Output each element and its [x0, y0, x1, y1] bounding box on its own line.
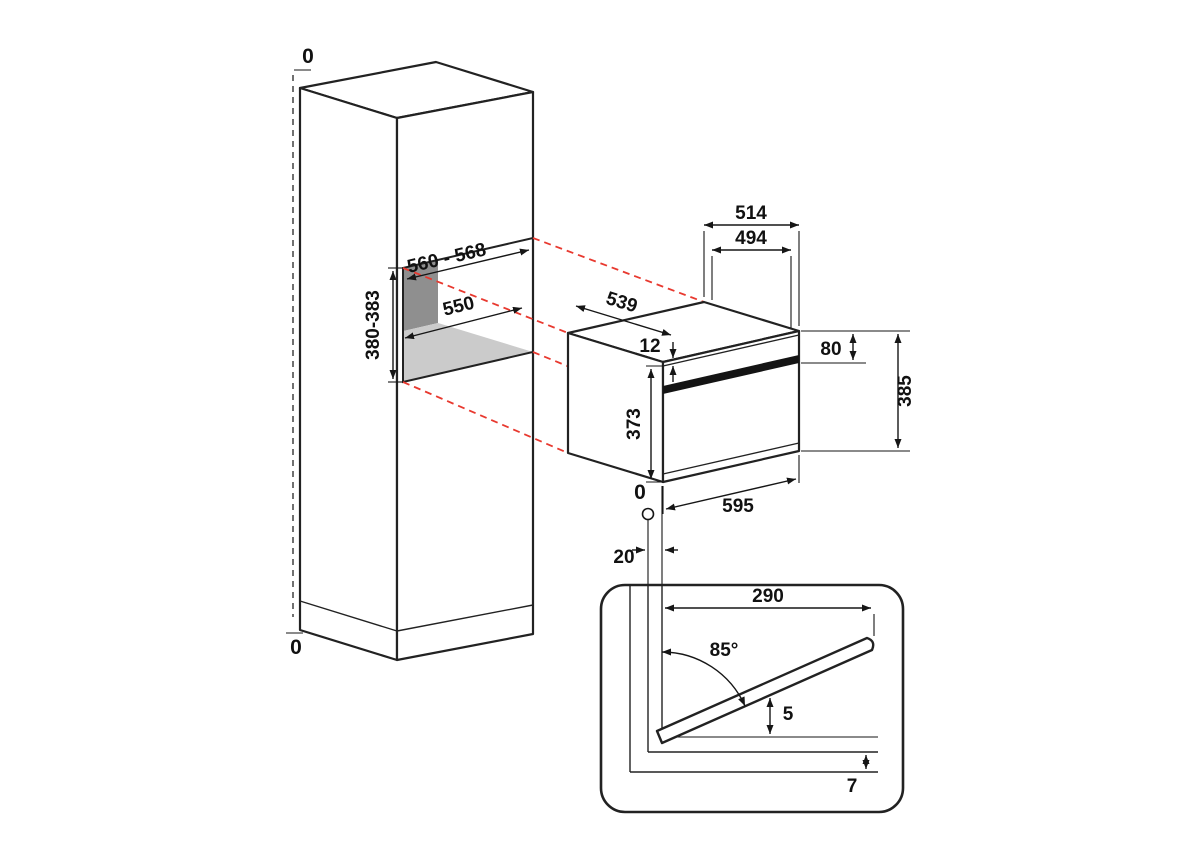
dim-appliance-width: 595	[722, 496, 754, 517]
dim-appliance-panel-height: 80	[820, 339, 841, 360]
width-dimline	[665, 477, 797, 511]
niche-depth-dimline	[404, 306, 523, 340]
dim-cabinet-top-zero: 0	[302, 45, 314, 68]
dim-door-gap-below: 7	[847, 776, 858, 797]
niche-width-dimline	[406, 248, 530, 281]
dim-appliance-front-height: 373	[624, 408, 645, 440]
dim-appliance-overall-height: 385	[895, 375, 916, 407]
side-depth-dimline	[575, 305, 672, 336]
dim-appliance-depth-overall: 514	[735, 203, 767, 224]
detail-inset: 290 85° 5 7	[599, 583, 905, 814]
projection-line-bottom-right	[532, 351, 705, 423]
dim-appliance-front-offset: 20	[613, 547, 634, 568]
appliance-body	[566, 300, 801, 484]
open-angle-arc	[661, 648, 746, 707]
dim-door-open-angle: 85°	[710, 640, 739, 661]
dim-door-open-depth: 290	[752, 586, 784, 607]
dim-appliance-depth-body: 494	[735, 228, 767, 249]
projection-line-bottom-left	[402, 381, 569, 454]
cabinet-left-face	[298, 86, 399, 662]
projection-line-top-right	[532, 237, 705, 303]
reference-circle	[641, 507, 655, 521]
plinth-seam-front	[396, 604, 534, 632]
dim-appliance-front-zero: 0	[634, 481, 646, 504]
dim-niche-height: 380-383	[363, 290, 384, 360]
detail-door-open	[655, 636, 875, 745]
door-top-trim-line	[662, 334, 800, 367]
dim-appliance-top-trim: 12	[639, 336, 660, 357]
dim-appliance-side-depth: 539	[603, 288, 639, 317]
cabinet-front-face	[395, 90, 535, 662]
dim-cabinet-bottom-zero: 0	[290, 636, 302, 659]
door-handle	[663, 355, 799, 394]
door-bottom-seam	[662, 442, 800, 475]
dim-door-gap-above: 5	[783, 704, 794, 725]
plinth-seam-left	[299, 600, 398, 632]
cabinet-column	[286, 60, 535, 662]
